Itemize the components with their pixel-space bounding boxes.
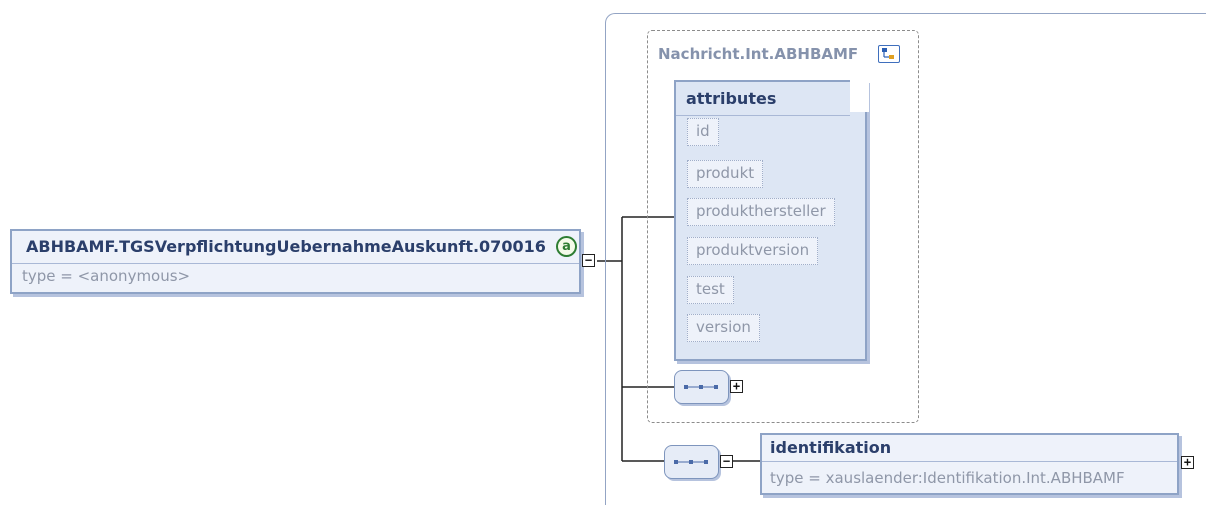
sequence-icon [674, 460, 708, 464]
expand-toggle-sequence[interactable]: + [730, 380, 743, 393]
root-element-type: type = <anonymous> [22, 267, 191, 285]
attribute-group-name[interactable]: Nachricht.Int.ABHBAMF [658, 45, 859, 63]
attributes-header-notch [850, 80, 869, 112]
identifikation-element-name: identifikation [770, 438, 892, 457]
attribute-badge-icon: a [556, 236, 577, 257]
identifikation-divider [762, 461, 1177, 462]
attribute-group-frame [647, 30, 919, 423]
identifikation-element-type: type = xauslaender:Identifikation.Int.AB… [770, 469, 1125, 487]
attribute-item[interactable]: produkthersteller [687, 198, 835, 226]
attribute-item[interactable]: version [687, 314, 760, 342]
collapse-toggle-root[interactable]: − [582, 254, 595, 267]
identifikation-element-box[interactable]: identifikation type = xauslaender:Identi… [760, 433, 1179, 495]
attribute-item[interactable]: produktversion [687, 237, 819, 265]
attribute-item[interactable]: produkt [687, 160, 764, 188]
root-element-divider [12, 263, 579, 264]
attribute-item[interactable]: test [687, 276, 734, 304]
sequence-icon [684, 385, 718, 389]
root-element-name: ABHBAMF.TGSVerpflichtungUebernahmeAuskun… [26, 237, 546, 256]
attributes-header [676, 82, 850, 116]
attribute-item[interactable]: id [687, 118, 719, 146]
collapse-toggle-sequence[interactable]: − [720, 455, 733, 468]
sequence-compositor[interactable] [674, 370, 729, 404]
sequence-compositor[interactable] [664, 445, 719, 479]
expand-toggle-identifikation[interactable]: + [1181, 456, 1194, 469]
attributes-title: attributes [686, 89, 777, 108]
root-element-box[interactable]: ABHBAMF.TGSVerpflichtungUebernahmeAuskun… [10, 229, 581, 294]
type-structure-icon [878, 45, 900, 63]
complex-type-frame [605, 13, 1206, 505]
